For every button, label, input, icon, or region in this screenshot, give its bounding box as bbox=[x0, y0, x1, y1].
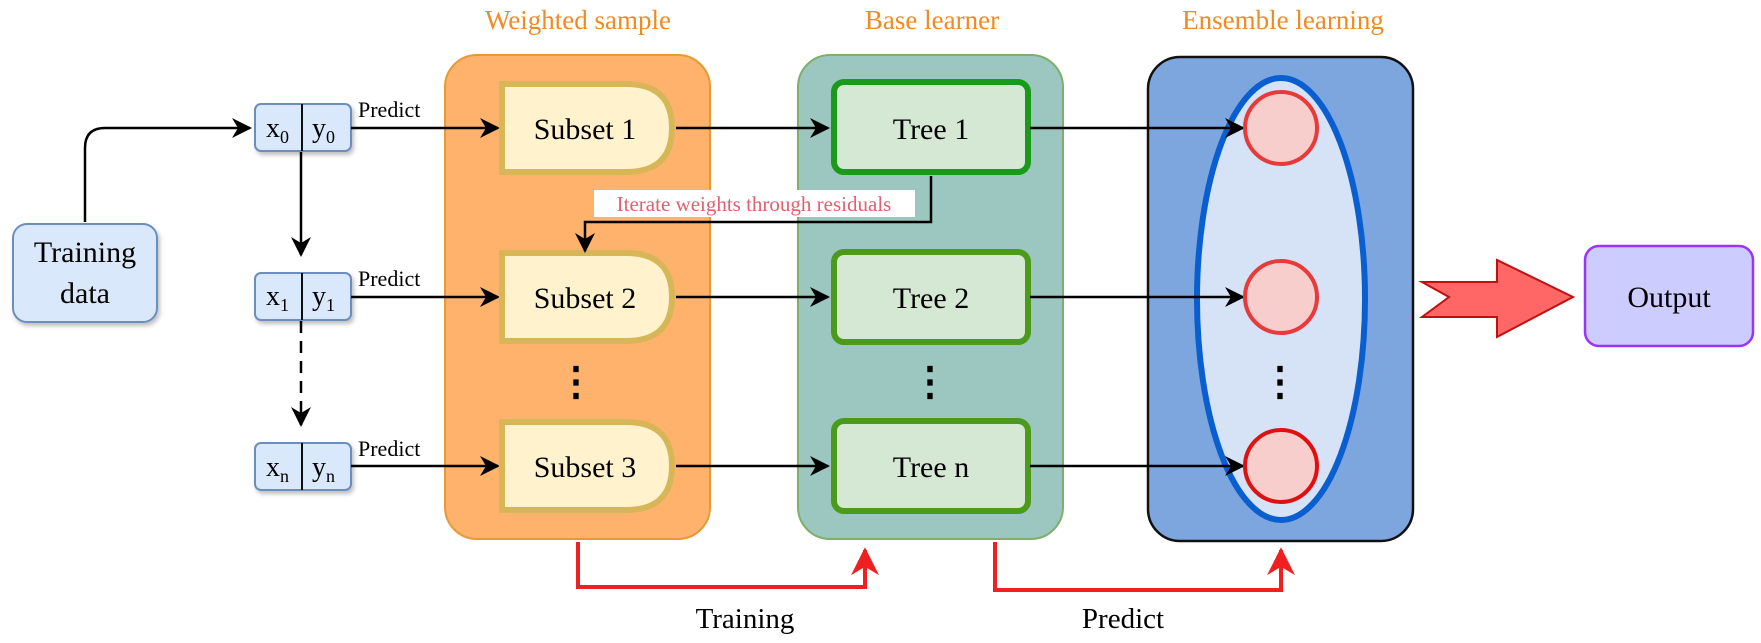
tree-box-2 bbox=[831, 249, 1031, 345]
sample-1-y: y1 bbox=[312, 281, 335, 315]
predict-label-n: Predict bbox=[358, 436, 420, 461]
sample-1-x: x1 bbox=[266, 281, 289, 315]
predict-label-0: Predict bbox=[358, 97, 420, 122]
training-data-box bbox=[12, 223, 158, 323]
tree-box-n bbox=[831, 418, 1031, 514]
iterate-weights-label: Iterate weights through residuals bbox=[617, 192, 892, 216]
section-title-weighted-sample: Weighted sample bbox=[485, 5, 671, 35]
subset-label-2: Subset 2 bbox=[534, 282, 637, 315]
tree-label-1: Tree 1 bbox=[893, 113, 969, 146]
tree-box-1 bbox=[831, 79, 1031, 175]
output-label: Output bbox=[1627, 281, 1711, 314]
predict-flow-label: Predict bbox=[1082, 603, 1164, 635]
sample-n-y: yn bbox=[312, 452, 335, 486]
sample-box-1 bbox=[254, 272, 352, 321]
tree-label-n: Tree n bbox=[893, 451, 969, 484]
sample-box-n bbox=[254, 442, 352, 491]
subset-label-1: Subset 1 bbox=[534, 113, 637, 146]
iterate-label-bg bbox=[594, 190, 915, 217]
subset-box-1 bbox=[499, 81, 676, 175]
subset-box-3 bbox=[499, 419, 676, 513]
training-flow-arrow bbox=[576, 542, 879, 589]
subset-box-2 bbox=[499, 250, 676, 344]
ensemble-ellipsis: ⋮ bbox=[1260, 359, 1300, 404]
output-arrow bbox=[1418, 258, 1576, 339]
subset-ellipsis: ⋮ bbox=[556, 359, 596, 404]
training-data-label-line2: data bbox=[60, 277, 110, 310]
sample-box-0 bbox=[254, 103, 352, 152]
tree-label-2: Tree 2 bbox=[893, 282, 969, 315]
predict-flow-arrow bbox=[993, 542, 1295, 592]
ensemble-node-2 bbox=[1243, 259, 1319, 335]
tree-ellipsis: ⋮ bbox=[910, 359, 950, 404]
training-data-label-line1: Training bbox=[34, 236, 136, 269]
predict-label-1: Predict bbox=[358, 266, 420, 291]
subset-label-3: Subset 3 bbox=[534, 451, 637, 484]
output-box bbox=[1583, 244, 1755, 348]
sample-0-x: x0 bbox=[266, 113, 289, 147]
iterate-weights-arrow bbox=[575, 176, 933, 253]
ensemble-node-n bbox=[1243, 428, 1319, 504]
section-title-ensemble-learning: Ensemble learning bbox=[1182, 5, 1384, 35]
sample-n-x: xn bbox=[266, 452, 289, 486]
training-to-sample-arrow bbox=[83, 118, 252, 222]
ensemble-node-1 bbox=[1243, 90, 1319, 166]
section-title-base-learner: Base learner bbox=[865, 5, 999, 35]
sample-0-y: y0 bbox=[312, 113, 335, 147]
training-flow-label: Training bbox=[696, 603, 795, 635]
